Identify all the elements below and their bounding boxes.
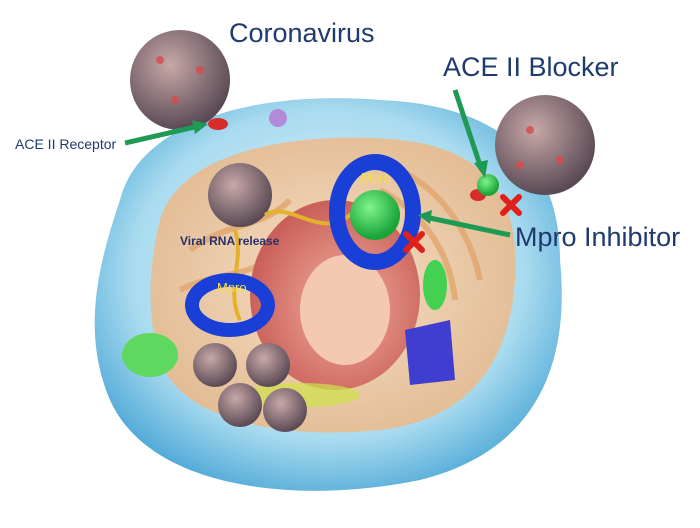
ace2-receptor xyxy=(208,118,228,130)
arrow-icon xyxy=(124,89,511,238)
mpro-inhibitor-label: Mpro Inhibitor xyxy=(515,222,681,252)
mpro-ring-lower xyxy=(185,273,275,337)
mpro-label-lower: Mpro xyxy=(217,280,247,295)
mpro-inhibitor-ball xyxy=(350,190,400,240)
coronavirus-particle xyxy=(130,30,595,432)
mpro-label-upper: Mpro xyxy=(361,170,391,185)
ace2-blocker-label: ACE II Blocker xyxy=(443,52,619,82)
mpro-ring-upper xyxy=(329,154,421,270)
coronavirus-label: Coronavirus xyxy=(229,18,375,48)
lysosome xyxy=(405,320,455,385)
ace2-blocker-ball xyxy=(477,174,499,196)
viral-rna-release-label: Viral RNA release xyxy=(180,234,280,248)
block-x-icon xyxy=(403,194,522,253)
ace2-receptor-label: ACE II Receptor xyxy=(15,136,117,152)
mitochondrion xyxy=(122,333,178,377)
